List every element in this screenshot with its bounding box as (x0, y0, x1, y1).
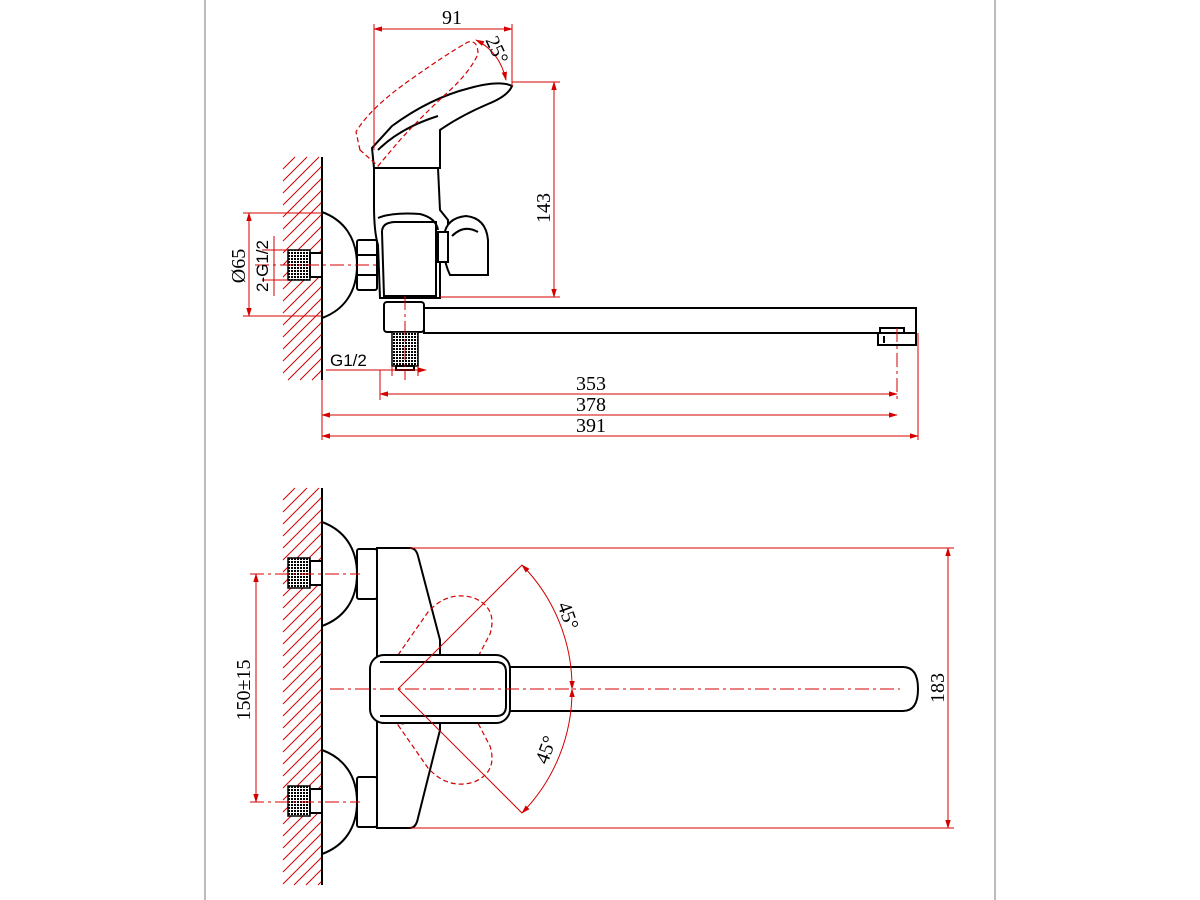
spout-joint (383, 301, 425, 333)
dim-183-label: 183 (927, 673, 949, 703)
wall-hatch-line (282, 580, 323, 621)
wall-hatch-line (282, 724, 323, 765)
dim-inlet-thread-label: 2-G1/2 (253, 240, 272, 292)
dim-391-label: 391 (576, 415, 606, 437)
wall-hatch-line (282, 700, 323, 741)
wall-hatch-line (293, 856, 323, 886)
wall-hatch-line (282, 156, 296, 170)
body-lower-shape (380, 221, 437, 297)
wall-hatch-line (282, 156, 308, 182)
angle-line-lower (397, 688, 523, 814)
wall-hatch-line (287, 345, 323, 381)
dim-143-label: 143 (533, 193, 555, 223)
handle-inner-line (377, 115, 439, 151)
dim-65-label: Ø65 (228, 249, 250, 283)
wall-hatch-line (282, 712, 323, 753)
dim-25-label: 25° (481, 33, 513, 68)
wall-hatch-line (282, 165, 323, 206)
angle-line-upper (397, 564, 523, 690)
wall-hatch-line (282, 333, 323, 374)
wall-hatch-line (282, 652, 323, 693)
dim-91-label: 91 (442, 7, 462, 29)
wall-hatch-line (282, 676, 323, 717)
wall-hatch-line (282, 177, 323, 218)
wall-hatch-line (282, 748, 323, 789)
handle-rotated-down (397, 707, 493, 785)
diverter-stem (437, 231, 449, 263)
wall-hatch-line (282, 628, 323, 669)
wall-hatch-line (282, 487, 320, 525)
dim-150-label: 150±15 (233, 660, 255, 721)
wall-hatch-line (282, 201, 323, 242)
wall-hatch-line (299, 357, 323, 381)
spout-arm (423, 307, 917, 334)
wall-hatch-line (282, 808, 323, 849)
dim-353-label: 353 (576, 373, 606, 395)
wall-hatch-line (282, 508, 323, 549)
wall-hatch-line (282, 189, 323, 230)
inlet-knurled-nut-lower (287, 785, 311, 817)
dim-378-label: 378 (576, 394, 606, 416)
wall-hatch-line (282, 736, 323, 777)
wall-hatch-line (282, 688, 323, 729)
wall-hatch-line (282, 285, 323, 326)
diverter-knob-cap (451, 227, 479, 237)
angle-upper-label: 45° (553, 599, 583, 633)
wall-hatch-line (282, 487, 296, 501)
dim-25-arc (475, 39, 507, 81)
mixer-handle (370, 82, 514, 169)
inlet-knurled-nut-upper (287, 557, 311, 589)
dim-outlet-thread-label: G1/2 (330, 351, 367, 370)
wall-hatch-line (311, 369, 323, 381)
wall-hatch-line (282, 640, 323, 681)
wall-hatch-bottom (282, 487, 323, 886)
wall-hatch-line (282, 592, 323, 633)
wall-hatch-line (282, 844, 323, 885)
wall-hatch-line (282, 213, 323, 254)
angle-arc-lower (521, 688, 575, 814)
wall-hatch-line (282, 616, 323, 657)
wall-hatch-line (282, 496, 323, 537)
wall-hatch-line (282, 487, 308, 513)
angle-arc-upper (521, 564, 575, 690)
wall-hatch-line (282, 604, 323, 645)
wall-hatch-line (282, 297, 323, 338)
wall-hatch-line (282, 520, 323, 561)
wall-hatch-line (282, 156, 320, 194)
wall-hatch-line (282, 273, 323, 314)
wall-hatch-line (282, 321, 323, 362)
wall-hatch-line (282, 832, 323, 873)
handle-rotated-up (397, 595, 493, 673)
side-elevation-view: 91 25° 143 Ø65 2-G1/2 G1/2 353 378 (228, 7, 919, 440)
diverter-knob (443, 214, 489, 276)
plan-view: 45° 45° 150±15 183 (233, 487, 954, 886)
wall-hatch-line (305, 868, 323, 886)
wall-hatch-line (282, 820, 323, 861)
mixer-body-top (373, 167, 449, 299)
wall-hatch-line (282, 664, 323, 705)
